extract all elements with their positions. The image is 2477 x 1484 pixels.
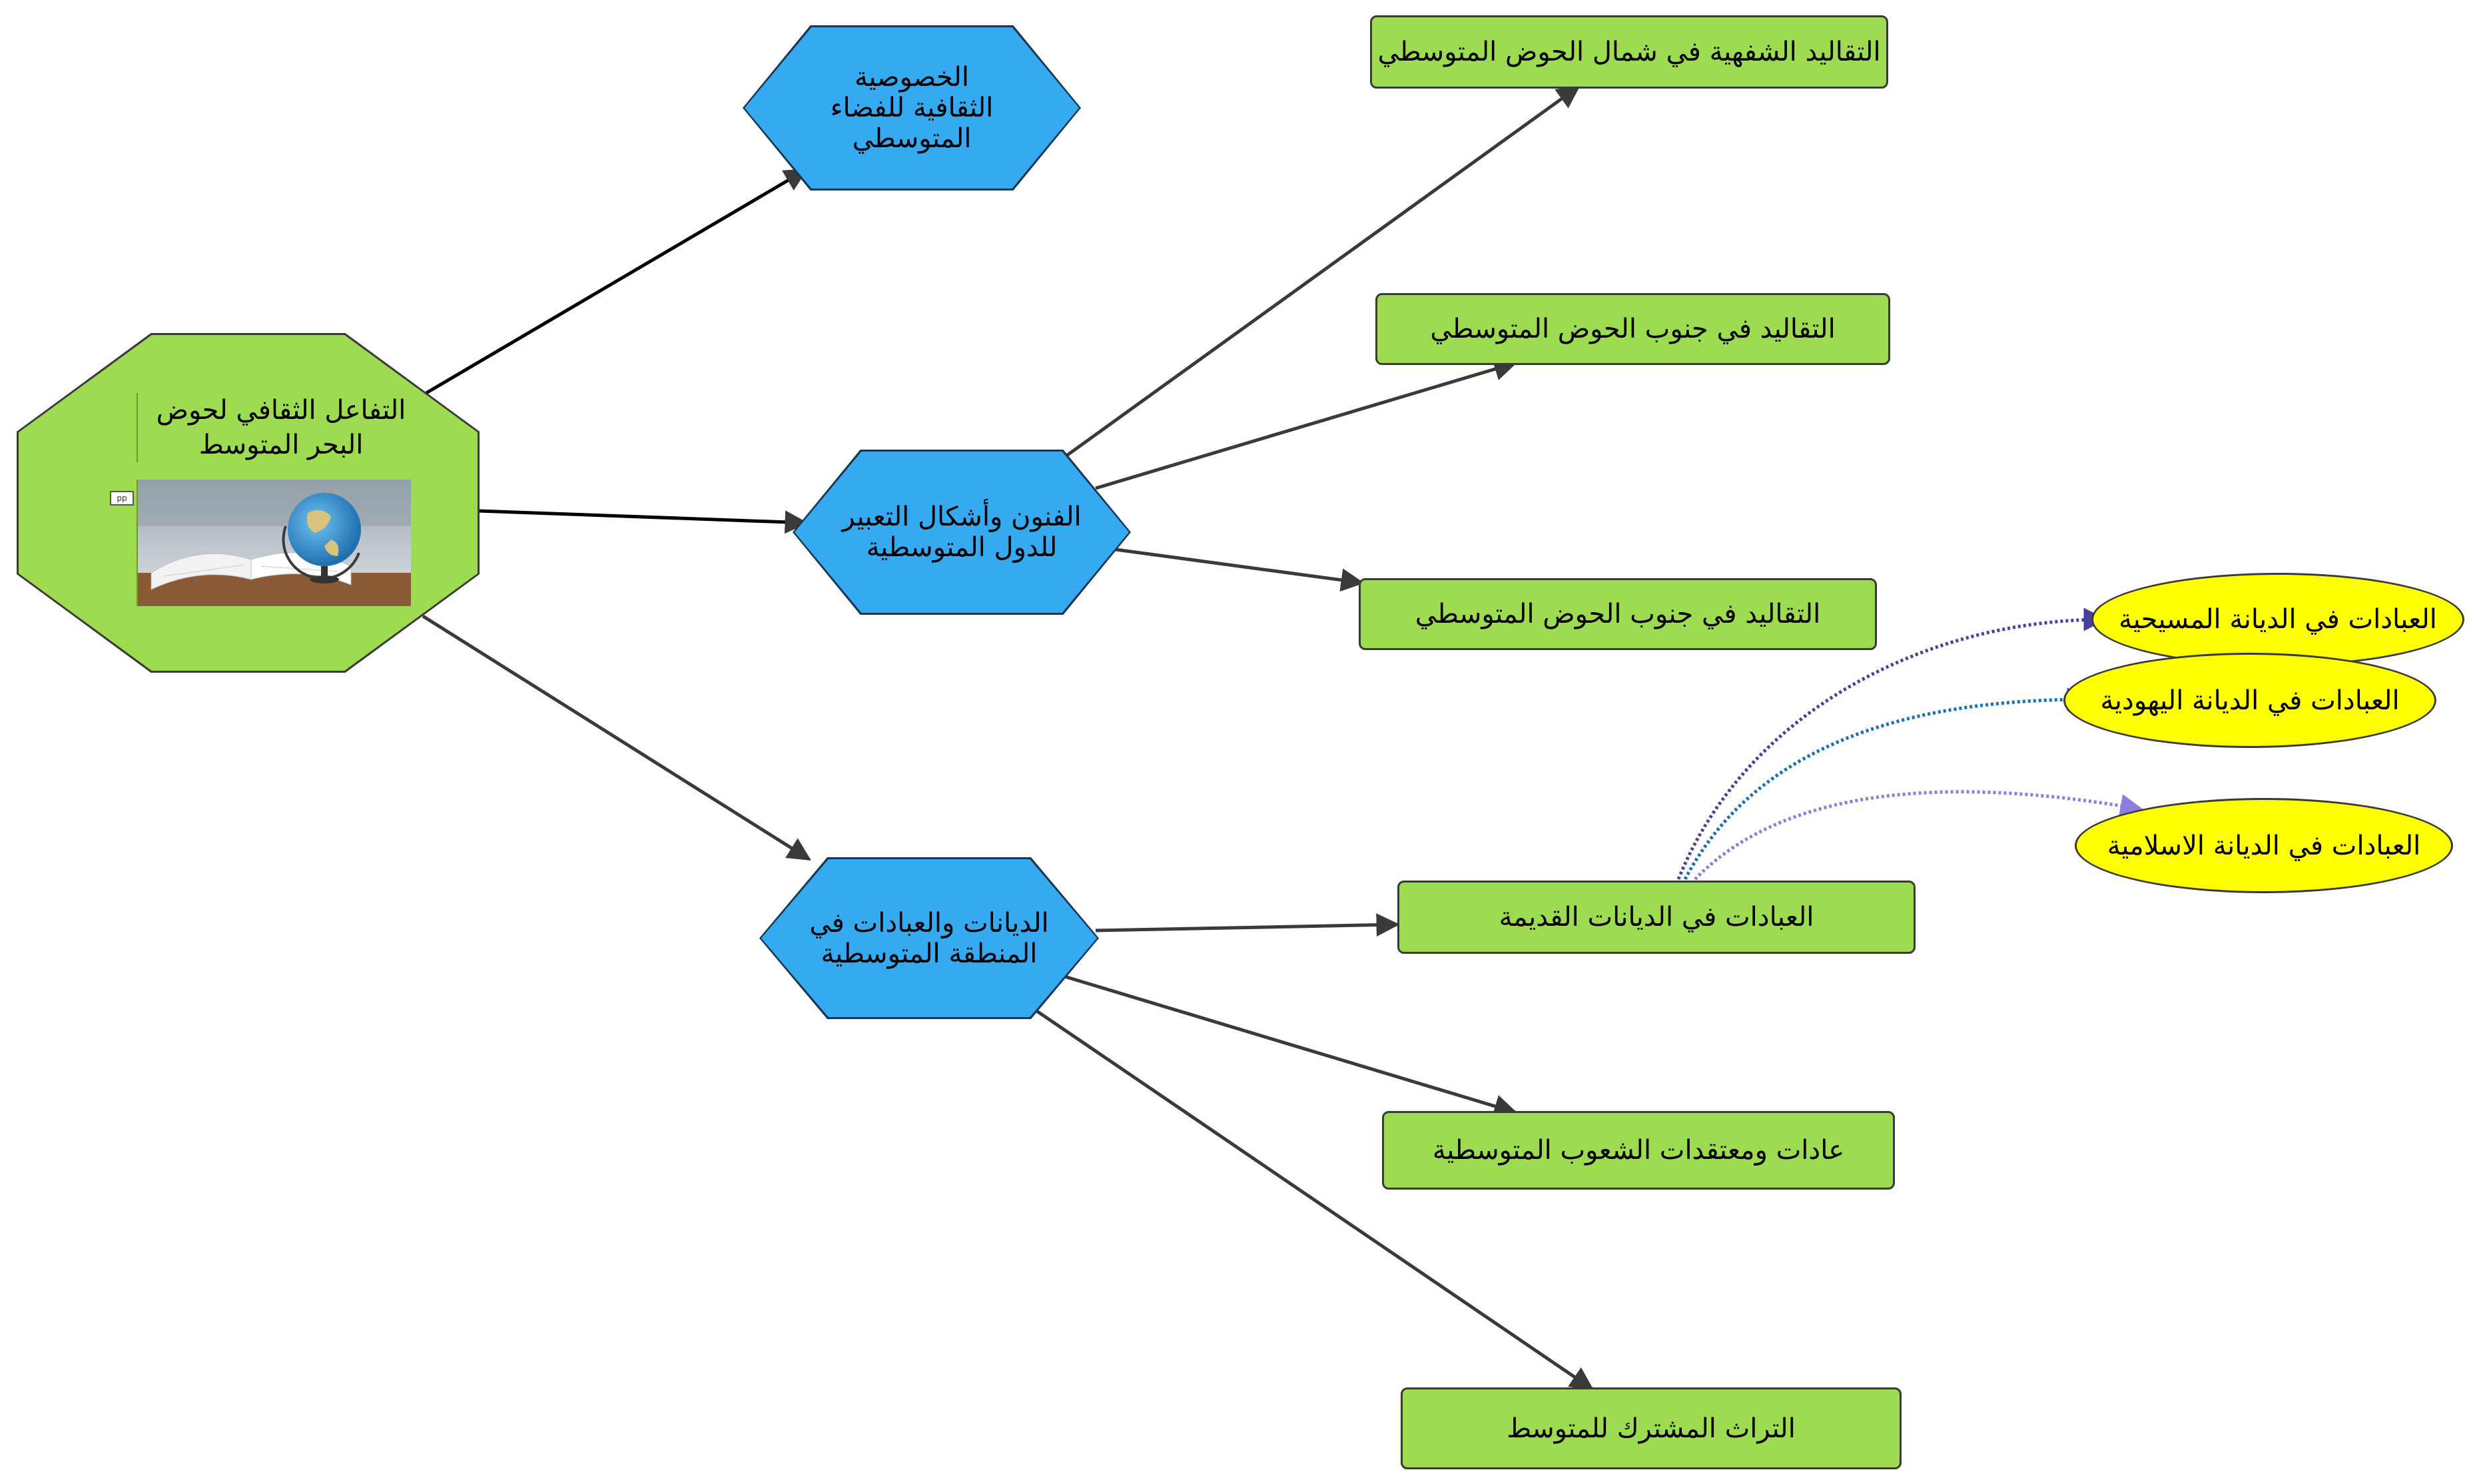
hex-node-arts[interactable]: الفنون وأشكال التعبير للدول المتوسطية bbox=[793, 450, 1131, 615]
edge-root-l1-0 bbox=[425, 168, 809, 395]
hex-label: الديانات والعبادات في المنطقة المتوسطية bbox=[809, 907, 1049, 969]
rect-node-traditions-south-1[interactable]: التقاليد في جنوب الحوض المتوسطي bbox=[1375, 293, 1890, 365]
rect-label: التقاليد الشفهية في شمال الحوض المتوسطي bbox=[1377, 37, 1881, 67]
rect-label: العبادات في الديانات القديمة bbox=[1499, 902, 1814, 932]
ellipse-label: العبادات في الديانة المسيحية bbox=[2119, 604, 2437, 635]
rect-label: التراث المشترك للمتوسط bbox=[1507, 1413, 1796, 1444]
attachment-marker[interactable]: pp bbox=[110, 491, 134, 506]
globe-on-book-photo bbox=[137, 480, 411, 606]
edge-worship-jewish bbox=[1683, 687, 2091, 881]
rect-node-oral-north[interactable]: التقاليد الشفهية في شمال الحوض المتوسطي bbox=[1370, 15, 1888, 89]
rect-node-ancient-worship[interactable]: العبادات في الديانات القديمة bbox=[1397, 881, 1916, 954]
rect-label: التقاليد في جنوب الحوض المتوسطي bbox=[1415, 599, 1821, 629]
edge-worship-christian bbox=[1676, 607, 2107, 880]
root-title: التفاعل الثقافي لحوض البحر المتوسط bbox=[137, 393, 424, 462]
edge-root-l1-1 bbox=[478, 509, 809, 534]
rect-label: عادات ومعتقدات الشعوب المتوسطية bbox=[1432, 1135, 1845, 1166]
edge-arts-0 bbox=[1064, 85, 1581, 458]
edge-arts-1 bbox=[1095, 358, 1518, 490]
edge-rel-0 bbox=[1095, 913, 1400, 937]
ellipse-node-christian[interactable]: العبادات في الديانة المسيحية bbox=[2091, 573, 2464, 666]
rect-label: التقاليد في جنوب الحوض المتوسطي bbox=[1430, 314, 1836, 344]
ellipse-label: العبادات في الديانة الاسلامية bbox=[2107, 830, 2421, 861]
hex-node-cultural-specificity[interactable]: الخصوصية الثقافية للفضاء المتوسطي bbox=[743, 25, 1081, 190]
rect-node-shared-heritage[interactable]: التراث المشترك للمتوسط bbox=[1401, 1387, 1902, 1469]
root-node[interactable]: التفاعل الثقافي لحوض البحر المتوسط pp bbox=[17, 333, 480, 673]
edge-root-l1-2 bbox=[422, 614, 811, 861]
hex-label: الخصوصية الثقافية للفضاء المتوسطي bbox=[830, 62, 994, 154]
ellipse-node-islamic[interactable]: العبادات في الديانة الاسلامية bbox=[2075, 798, 2453, 893]
ellipse-label: العبادات في الديانة اليهودية bbox=[2100, 685, 2400, 716]
rect-node-customs-beliefs[interactable]: عادات ومعتقدات الشعوب المتوسطية bbox=[1382, 1111, 1895, 1190]
ellipse-node-jewish[interactable]: العبادات في الديانة اليهودية bbox=[2063, 653, 2436, 748]
hex-label: الفنون وأشكال التعبير للدول المتوسطية bbox=[842, 502, 1082, 563]
edge-worship-islamic bbox=[1694, 790, 2144, 881]
edge-arts-2 bbox=[1115, 548, 1365, 592]
edge-rel-2 bbox=[1028, 1004, 1594, 1391]
rect-node-traditions-south-2[interactable]: التقاليد في جنوب الحوض المتوسطي bbox=[1359, 578, 1877, 650]
hex-node-religions[interactable]: الديانات والعبادات في المنطقة المتوسطية bbox=[759, 857, 1099, 1019]
edge-rel-1 bbox=[1062, 974, 1518, 1118]
